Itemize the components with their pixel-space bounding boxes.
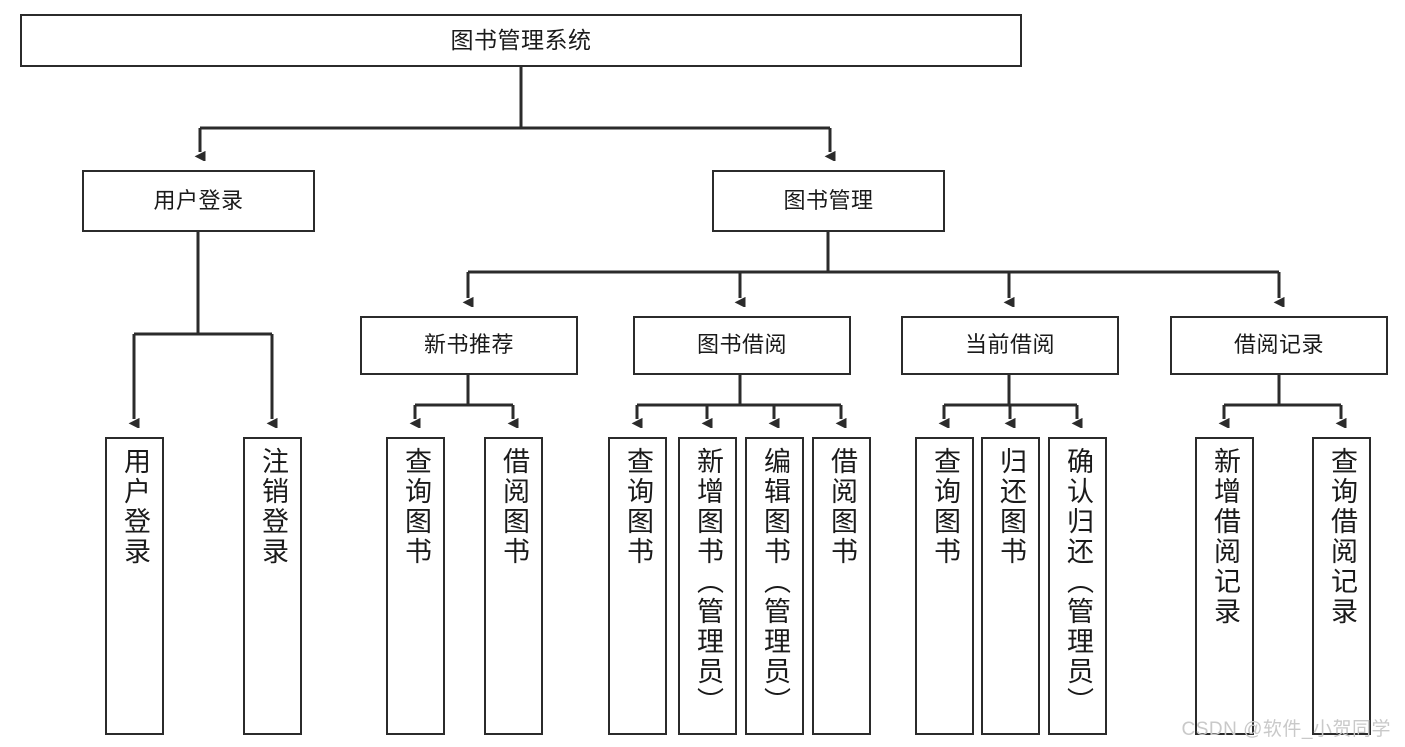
node-label: 图书管理系统 <box>450 26 592 53</box>
node-label: 查询图书 <box>930 447 960 567</box>
node-new-book-recommend[interactable]: 新书推荐 <box>360 316 578 375</box>
node-label: 当前借阅 <box>964 332 1055 358</box>
node-label: 查询借阅记录 <box>1327 447 1357 627</box>
node-label: 查询图书 <box>401 447 431 567</box>
leaf-user-login-signin[interactable]: 用户登录 <box>105 437 164 735</box>
node-book-management[interactable]: 图书管理 <box>712 170 945 232</box>
node-label: 图书管理 <box>783 187 874 213</box>
leaf-current-confirm-return[interactable]: 确认归还（管理员） <box>1048 437 1107 735</box>
node-label: 查询图书 <box>623 447 653 567</box>
node-label: 借阅记录 <box>1233 332 1324 358</box>
leaf-record-add[interactable]: 新增借阅记录 <box>1195 437 1254 735</box>
node-label: 新增图书（管理员） <box>693 447 723 717</box>
leaf-new-book-borrow[interactable]: 借阅图书 <box>484 437 543 735</box>
node-root-system[interactable]: 图书管理系统 <box>20 14 1022 67</box>
node-current-borrow[interactable]: 当前借阅 <box>901 316 1119 375</box>
node-label: 借阅图书 <box>499 447 529 567</box>
node-label: 注销登录 <box>258 447 288 567</box>
node-label: 编辑图书（管理员） <box>760 447 790 717</box>
leaf-borrow-edit-book[interactable]: 编辑图书（管理员） <box>745 437 804 735</box>
leaf-current-query-book[interactable]: 查询图书 <box>915 437 974 735</box>
leaf-current-return-book[interactable]: 归还图书 <box>981 437 1040 735</box>
leaf-user-login-signout[interactable]: 注销登录 <box>243 437 302 735</box>
node-label: 归还图书 <box>996 447 1026 567</box>
node-label: 新增借阅记录 <box>1210 447 1240 627</box>
node-user-login[interactable]: 用户登录 <box>82 170 315 232</box>
leaf-borrow-add-book[interactable]: 新增图书（管理员） <box>678 437 737 735</box>
node-label: 用户登录 <box>153 187 244 213</box>
leaf-new-book-query[interactable]: 查询图书 <box>386 437 445 735</box>
leaf-borrow-borrow-book[interactable]: 借阅图书 <box>812 437 871 735</box>
node-label: 新书推荐 <box>423 332 514 358</box>
node-label: 确认归还（管理员） <box>1063 447 1093 717</box>
node-label: 用户登录 <box>120 447 150 567</box>
leaf-borrow-query-book[interactable]: 查询图书 <box>608 437 667 735</box>
node-label: 借阅图书 <box>827 447 857 567</box>
leaf-record-query[interactable]: 查询借阅记录 <box>1312 437 1371 735</box>
node-label: 图书借阅 <box>696 332 787 358</box>
node-book-borrow[interactable]: 图书借阅 <box>633 316 851 375</box>
node-borrow-record[interactable]: 借阅记录 <box>1170 316 1388 375</box>
